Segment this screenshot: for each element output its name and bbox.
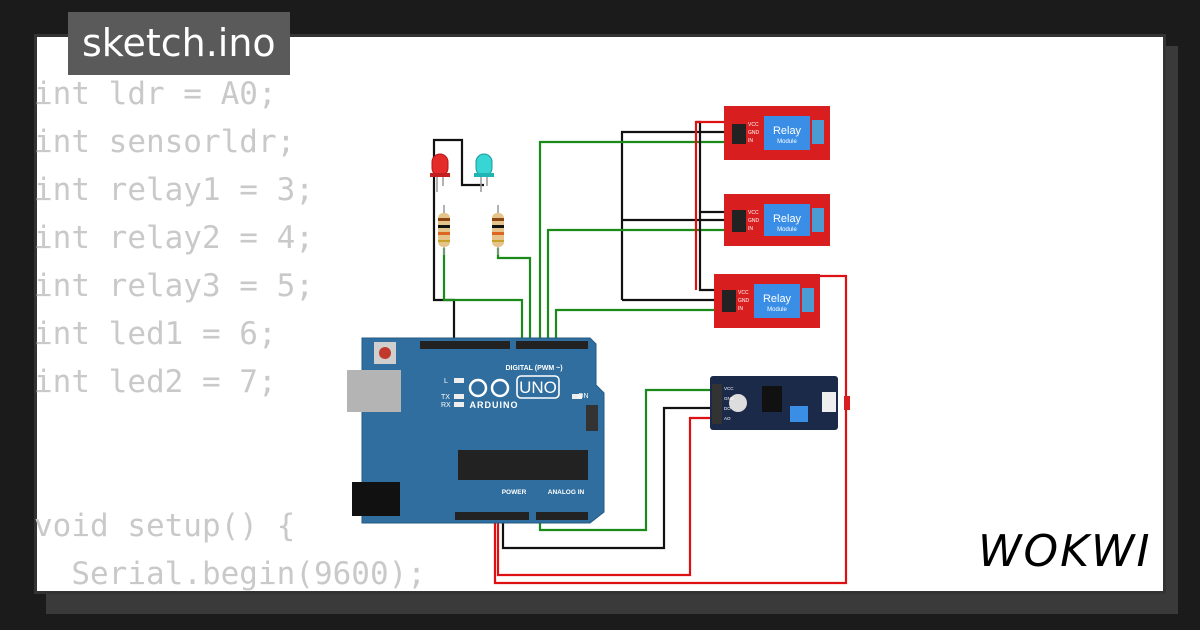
- sensor-pin: VCC: [724, 386, 734, 391]
- relay-pin: IN: [748, 226, 753, 232]
- relay-module-2: Relay Module VCC GND IN: [724, 194, 830, 246]
- led-red: [430, 153, 450, 192]
- relay-pin: GND: [738, 298, 750, 304]
- code-line: Serial.begin(9600);: [34, 556, 426, 592]
- code-line: void setup() {: [34, 508, 296, 544]
- relay-title: Relay: [763, 293, 792, 305]
- code-line: int relay1 = 3;: [34, 172, 314, 208]
- wire-green: [442, 248, 524, 345]
- relay-module-1: Relay Module VCC GND IN: [724, 106, 830, 160]
- usb-port: [347, 370, 401, 412]
- relay-title: Relay: [773, 125, 802, 137]
- wire-green: [538, 140, 726, 345]
- atmega-chip: [458, 450, 588, 480]
- code-line: int sensorldr;: [34, 124, 296, 160]
- on-label: ON: [578, 393, 589, 400]
- wire-red: [496, 416, 714, 577]
- sensor-pin: GND: [724, 396, 735, 401]
- relay-pin: IN: [738, 306, 743, 312]
- wire-green: [538, 388, 714, 532]
- uno-logo: UNO: [519, 378, 557, 397]
- relay-pin: GND: [748, 130, 760, 136]
- card-shadow-bottom: [46, 594, 1178, 614]
- relay-title: Relay: [773, 213, 802, 225]
- relay-subtitle: Module: [777, 139, 797, 145]
- resistor-1: [438, 205, 450, 255]
- code-line: int led1 = 6;: [34, 316, 277, 352]
- wire-green: [546, 228, 726, 345]
- wire-black: [698, 212, 716, 292]
- relay-pin: VCC: [748, 210, 759, 216]
- relay-pin: VCC: [738, 290, 749, 296]
- wires: [432, 120, 848, 585]
- file-tab[interactable]: sketch.ino: [68, 12, 290, 75]
- wire-green: [496, 248, 532, 345]
- code-line: int led2 = 7;: [34, 364, 277, 400]
- wokwi-logo[interactable]: WOKWI: [978, 526, 1152, 577]
- arduino-name: ARDUINO: [470, 400, 519, 410]
- digital-label: DIGITAL (PWM ~): [505, 365, 562, 372]
- code-line: int relay3 = 5;: [34, 268, 314, 304]
- sensor-pin: DO: [724, 406, 731, 411]
- resistor-2: [492, 205, 504, 255]
- code-preview: int ldr = A0; int sensorldr; int relay1 …: [34, 70, 426, 598]
- rx-label: RX: [441, 402, 451, 409]
- arduino-uno-board: UNO ARDUINO DIGITAL (PWM ~) POWER ANALOG…: [347, 337, 605, 524]
- code-line: int relay2 = 4;: [34, 220, 314, 256]
- relay-pin: IN: [748, 138, 753, 144]
- relay-pin: GND: [748, 218, 760, 224]
- wire-black: [620, 130, 726, 300]
- tx-label: TX: [441, 394, 450, 401]
- wire-black: [696, 120, 726, 214]
- wire-black: [501, 406, 714, 550]
- wire-red: [493, 274, 848, 585]
- analog-label: ANALOG IN: [548, 489, 585, 496]
- code-line: int ldr = A0;: [34, 76, 277, 112]
- relay-module-3: Relay Module VCC GND IN: [714, 274, 820, 328]
- ldr-sensor-module: VCC GND DO AO: [710, 376, 850, 430]
- power-label: POWER: [502, 489, 527, 496]
- relay-subtitle: Module: [777, 227, 797, 233]
- relay-subtitle: Module: [767, 307, 787, 313]
- power-jack: [352, 482, 400, 516]
- sensor-pin: AO: [724, 416, 731, 421]
- wire-green: [554, 308, 716, 345]
- relay-pin: VCC: [748, 122, 759, 128]
- wire-red: [694, 120, 724, 290]
- led-cyan: [474, 153, 494, 192]
- l-label: L: [444, 378, 448, 385]
- reset-button: [379, 347, 391, 359]
